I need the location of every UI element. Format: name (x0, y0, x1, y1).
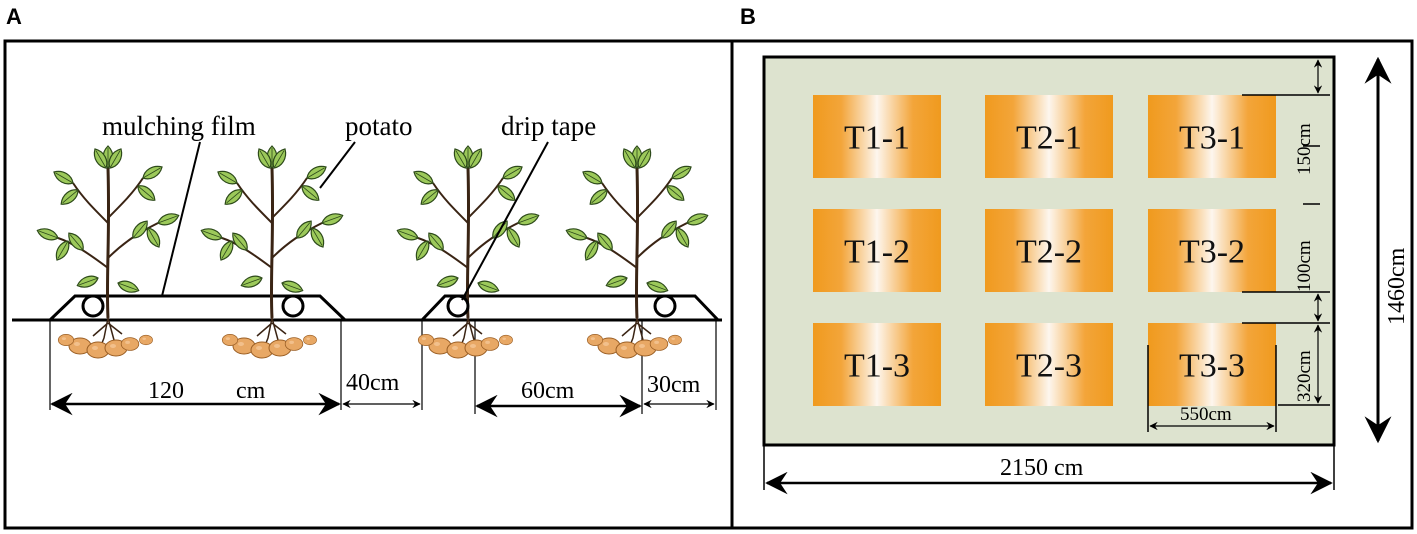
edge-gap-label: 150cm (1294, 123, 1315, 175)
plot-t1-1 (813, 95, 941, 178)
plot-t3-1 (1148, 95, 1276, 178)
plot-label: T2-2 (1016, 234, 1082, 271)
drip-tape-icon (281, 294, 305, 318)
plot-label: T1-1 (844, 120, 910, 157)
potato-label: potato (345, 111, 413, 141)
plot-height-label: 320cm (1294, 350, 1315, 402)
plot-t1-2 (813, 209, 941, 292)
plot-t2-2 (985, 209, 1113, 292)
edge-label: 30cm (647, 372, 701, 398)
drip-tape-pointer (461, 141, 549, 301)
bed-width-unit: cm (236, 378, 266, 404)
mulching-film-pointer (161, 141, 201, 297)
plot-label: T3-2 (1179, 234, 1245, 271)
plot-t3-3 (1148, 323, 1276, 406)
plot-label: T3-1 (1179, 120, 1245, 157)
plot-t2-1 (985, 95, 1113, 178)
mulching-film-label: mulching film (102, 111, 256, 141)
row-spacing-label: 60cm (521, 378, 575, 404)
drip-tape-icon (653, 294, 677, 318)
panel-b-frame (730, 39, 1414, 530)
row-gap-label: 100cm (1294, 240, 1315, 292)
plot-label: T3-3 (1179, 348, 1245, 385)
drip-tape-icon (81, 294, 105, 318)
potato-pointer (319, 141, 356, 189)
drip-tape-icon (446, 294, 470, 318)
potato-plant-2 (200, 146, 345, 358)
potato-plant-1 (36, 146, 181, 358)
mulching-film-ridge-1 (48, 294, 347, 322)
panel-b-letter: B (740, 4, 756, 29)
bed-width-value: 120 (148, 378, 184, 404)
plot-label: T2-3 (1016, 348, 1082, 385)
plot-label: T2-1 (1016, 120, 1082, 157)
panel-a: mulching film potato drip tape 120 cm 40… (12, 111, 722, 418)
plot-label: T1-3 (844, 348, 910, 385)
plot-label: T1-2 (844, 234, 910, 271)
drip-tape-label: drip tape (501, 111, 596, 141)
panel-a-letter: A (6, 4, 22, 29)
mulching-film-ridge-2 (420, 294, 720, 322)
total-height-label: 1460cm (1384, 247, 1410, 325)
plot-t2-3 (985, 323, 1113, 406)
vertical-dimension-lines (1242, 94, 1330, 406)
total-width-label: 2150 cm (1000, 455, 1084, 481)
plot-grid: T1-1 T2-1 T3-1T1-2 T2-2 T3-2T1-3 T2-3 T3-3 (813, 95, 1276, 406)
potato-plant-3 (396, 146, 541, 358)
plot-t1-3 (813, 323, 941, 406)
potato-plant-4 (565, 146, 710, 358)
plot-t3-2 (1148, 209, 1276, 292)
plot-width-label: 550cm (1180, 404, 1232, 425)
panel-b: T1-1 T2-1 T3-1T1-2 T2-2 T3-2T1-3 T2-3 T3-3 215… (762, 55, 1410, 495)
furrow-label: 40cm (346, 370, 400, 396)
